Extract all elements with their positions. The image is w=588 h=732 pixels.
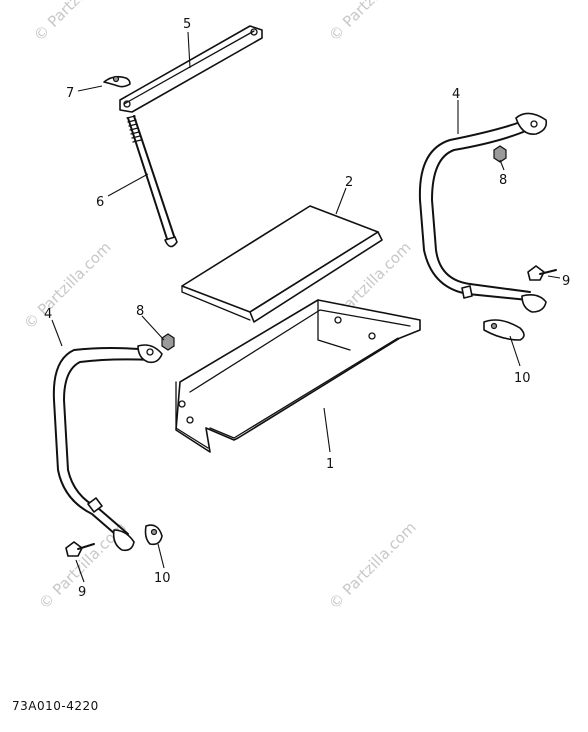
callout-4-left: 4: [44, 307, 52, 322]
part-4-left-handle: [52, 344, 163, 552]
callout-5: 5: [183, 17, 191, 32]
part-8-left-nut: [161, 333, 175, 351]
callout-2: 2: [345, 175, 353, 190]
watermark: © Partzilla.com: [325, 518, 420, 613]
part-10-left-clamp: [144, 524, 163, 546]
callout-9-left: 9: [78, 585, 86, 600]
part-9-right-bolt: [527, 265, 557, 281]
part-6-rod: [126, 115, 178, 248]
callout-4: 4: [452, 87, 460, 102]
watermark: © Partzilla.com: [325, 0, 420, 45]
part-8-right-nut: [493, 145, 507, 163]
part-10-right-clamp: [483, 319, 525, 341]
callout-9-right: 9: [562, 274, 570, 289]
part-1-bracket: [175, 299, 421, 453]
watermark: © Partzilla.com: [20, 238, 115, 333]
part-5-stay-bar: [119, 25, 263, 113]
callout-8-right: 8: [499, 173, 507, 188]
part-4-right-handle: [418, 112, 548, 313]
leader-lines: [51, 31, 561, 583]
callout-6: 6: [96, 195, 104, 210]
callout-10-left: 10: [154, 571, 171, 586]
callout-10-right: 10: [514, 371, 531, 386]
callout-1: 1: [326, 457, 334, 472]
watermark: © Partzilla.com: [30, 0, 125, 45]
callout-8-left: 8: [136, 304, 144, 319]
callout-7: 7: [66, 86, 74, 101]
part-7-clip: [103, 75, 131, 88]
diagram-code: 73A010-4220: [12, 699, 99, 713]
part-2-plate: [181, 205, 383, 323]
watermarks: © Partzilla.com © Partzilla.com © Partzi…: [20, 0, 420, 613]
part-9-left-bolt: [65, 541, 95, 557]
callouts: 5 7 6 2 4 8 9 10 8 4 1 9 10: [44, 17, 570, 600]
